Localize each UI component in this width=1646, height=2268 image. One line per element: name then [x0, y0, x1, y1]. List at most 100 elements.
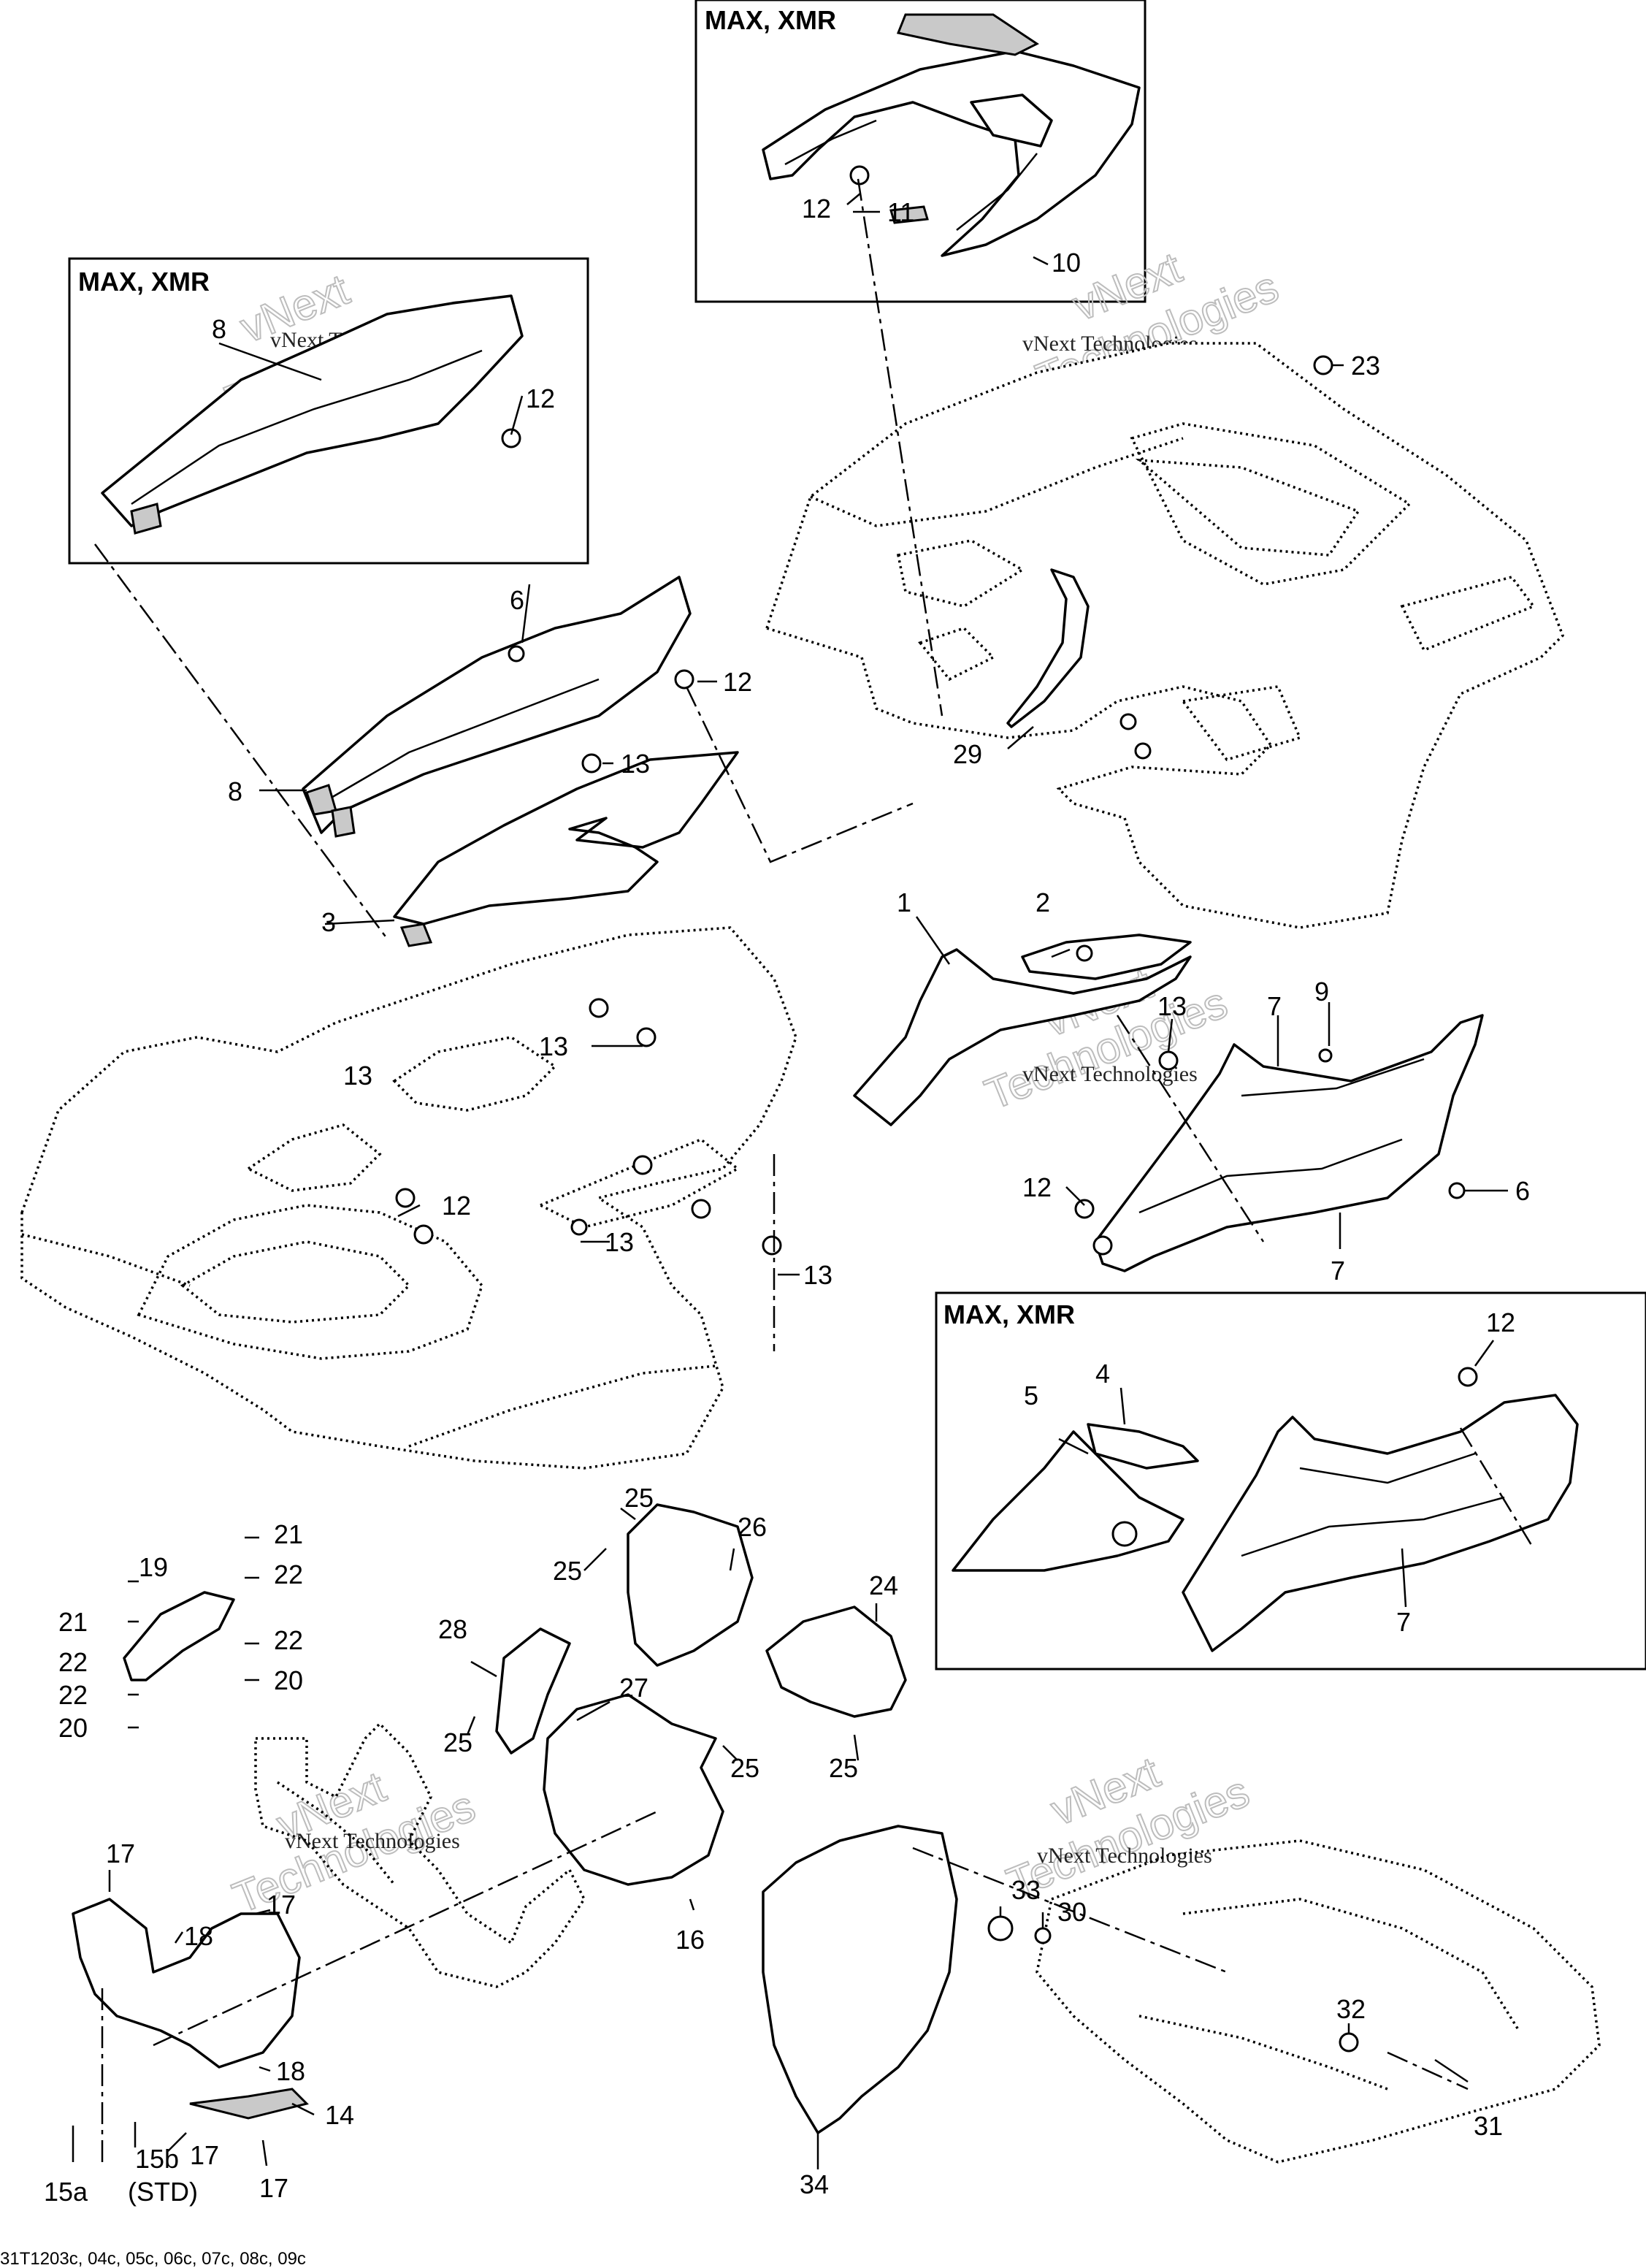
callout-13-upper: 13	[621, 749, 650, 779]
inset-box-top-label: MAX, XMR	[705, 5, 836, 35]
callout-14: 14	[325, 2100, 354, 2130]
front-fender-nut-13-e	[762, 1235, 782, 1256]
front-fender-nut-13-d	[691, 1199, 711, 1219]
part-12-nut-top	[849, 165, 870, 186]
part-1-panel	[853, 948, 1192, 1126]
part-32-washer	[1339, 2032, 1359, 2053]
callout-25-c: 25	[443, 1727, 472, 1757]
part-6-screw-lower	[1448, 1182, 1466, 1199]
callout-13-fender-c: 13	[605, 1227, 634, 1257]
callout-19: 19	[139, 1552, 168, 1582]
callout-21-right: 21	[274, 1519, 303, 1549]
callout-34: 34	[800, 2169, 829, 2199]
callout-22-right-b: 22	[274, 1625, 303, 1655]
part-6-screw-upper	[508, 645, 525, 663]
part-3-panel	[393, 751, 739, 947]
part-2-bracket	[1021, 933, 1192, 980]
callout-12-footrest: 12	[1022, 1172, 1052, 1202]
callout-23: 23	[1351, 351, 1380, 381]
callout-8-main: 8	[228, 776, 242, 806]
callout-15a: 15a	[44, 2177, 88, 2207]
callout-17-d: 17	[259, 2173, 288, 2203]
callout-18-a: 18	[184, 1921, 213, 1951]
callout-32: 32	[1336, 1994, 1366, 2024]
part-23-nut	[1313, 355, 1333, 375]
callout-labels: 11 10 12 8 12 6 8 12 13 3 23 29 1 2 13 7…	[44, 194, 1530, 2207]
callout-20-right: 20	[274, 1665, 303, 1695]
callout-11: 11	[887, 197, 914, 227]
callout-22-left-b: 22	[58, 1680, 88, 1710]
inset-box-left: MAX, XMR	[68, 257, 589, 565]
inset-box-right-label: MAX, XMR	[943, 1299, 1075, 1329]
part-26-guard	[627, 1503, 754, 1667]
part-33-grommet	[987, 1915, 1014, 1941]
part-11-label	[889, 205, 929, 224]
watermark-text-6: vNext Technologies	[1037, 1844, 1212, 1868]
callout-2: 2	[1036, 887, 1050, 917]
part-4-bracket	[1087, 1423, 1199, 1470]
inset-box-top: MAX, XMR	[694, 0, 1147, 303]
callout-13-fender-d: 13	[803, 1260, 832, 1290]
callout-5: 5	[1024, 1381, 1038, 1410]
callout-10: 10	[1052, 248, 1081, 278]
callout-12-inset: 12	[526, 383, 555, 413]
callout-31: 31	[1474, 2111, 1503, 2141]
watermark-text-5: vNext Technologies	[285, 1829, 460, 1853]
front-fender-nut-13-c	[636, 1027, 657, 1047]
callout-17-a: 17	[106, 1839, 135, 1868]
callout-12-max: 12	[1486, 1307, 1515, 1337]
callout-13-footrest: 13	[1157, 991, 1187, 1021]
bumper-frame	[254, 1722, 586, 1988]
callout-28: 28	[438, 1614, 467, 1644]
assembly-lines	[93, 178, 1535, 2162]
callout-22-right-a: 22	[274, 1559, 303, 1589]
front-fender-nut-13-b	[589, 998, 609, 1018]
callout-17-c: 17	[190, 2140, 219, 2170]
part-13-nut-footrest	[1158, 1050, 1179, 1071]
callout-24: 24	[869, 1570, 898, 1600]
callout-16: 16	[675, 1925, 705, 1955]
rear-frame	[1036, 1839, 1601, 2164]
front-fender-screw-13	[570, 1218, 588, 1236]
callout-6-lower: 6	[1515, 1176, 1530, 1206]
callout-13-fender-a: 13	[343, 1061, 372, 1091]
inset-box-left-label: MAX, XMR	[78, 267, 210, 297]
part-29-bracket	[1006, 568, 1090, 728]
callout-1: 1	[897, 887, 911, 917]
callout-25-a: 25	[624, 1483, 654, 1513]
part-30-screw	[1034, 1927, 1052, 1944]
callout-25-e: 25	[829, 1753, 858, 1783]
callout-21-left: 21	[58, 1607, 88, 1637]
part-13-nut-upper	[581, 753, 602, 774]
callout-7-upper: 7	[1267, 991, 1282, 1021]
part-19-handle	[123, 1591, 235, 1681]
inset-box-right: MAX, XMR	[935, 1291, 1646, 1671]
part-27-skid-plate	[543, 1693, 724, 1886]
callout-17-b: 17	[267, 1890, 296, 1920]
callout-13-fender-b: 13	[539, 1031, 568, 1061]
callout-15b: 15b	[135, 2144, 179, 2174]
callout-7-max: 7	[1396, 1607, 1411, 1637]
part-8-inset	[101, 294, 524, 535]
part-12-nut-mid	[674, 669, 694, 690]
callout-27: 27	[619, 1673, 648, 1703]
callout-29: 29	[953, 739, 982, 769]
callout-12-top: 12	[802, 194, 831, 224]
part-12-nut-footrest-a	[1074, 1199, 1095, 1219]
part-24-guard	[765, 1605, 907, 1718]
callout-6-upper: 6	[510, 585, 524, 615]
part-8-main	[302, 576, 692, 838]
callout-33: 33	[1011, 1875, 1041, 1905]
part-7-footrest-max	[1182, 1394, 1579, 1652]
callout-leaders	[72, 193, 1508, 2169]
callout-4: 4	[1095, 1359, 1110, 1389]
front-fender-nut-12-b	[413, 1224, 434, 1245]
callout-9: 9	[1314, 977, 1329, 1007]
part-14-bumper-bracket	[72, 1898, 309, 2120]
callout-15b-std: (STD)	[128, 2177, 198, 2207]
callout-25-d: 25	[730, 1753, 759, 1783]
part-9-screw	[1318, 1048, 1333, 1063]
callout-26: 26	[738, 1512, 767, 1542]
fender-fastener-1	[1119, 713, 1137, 730]
